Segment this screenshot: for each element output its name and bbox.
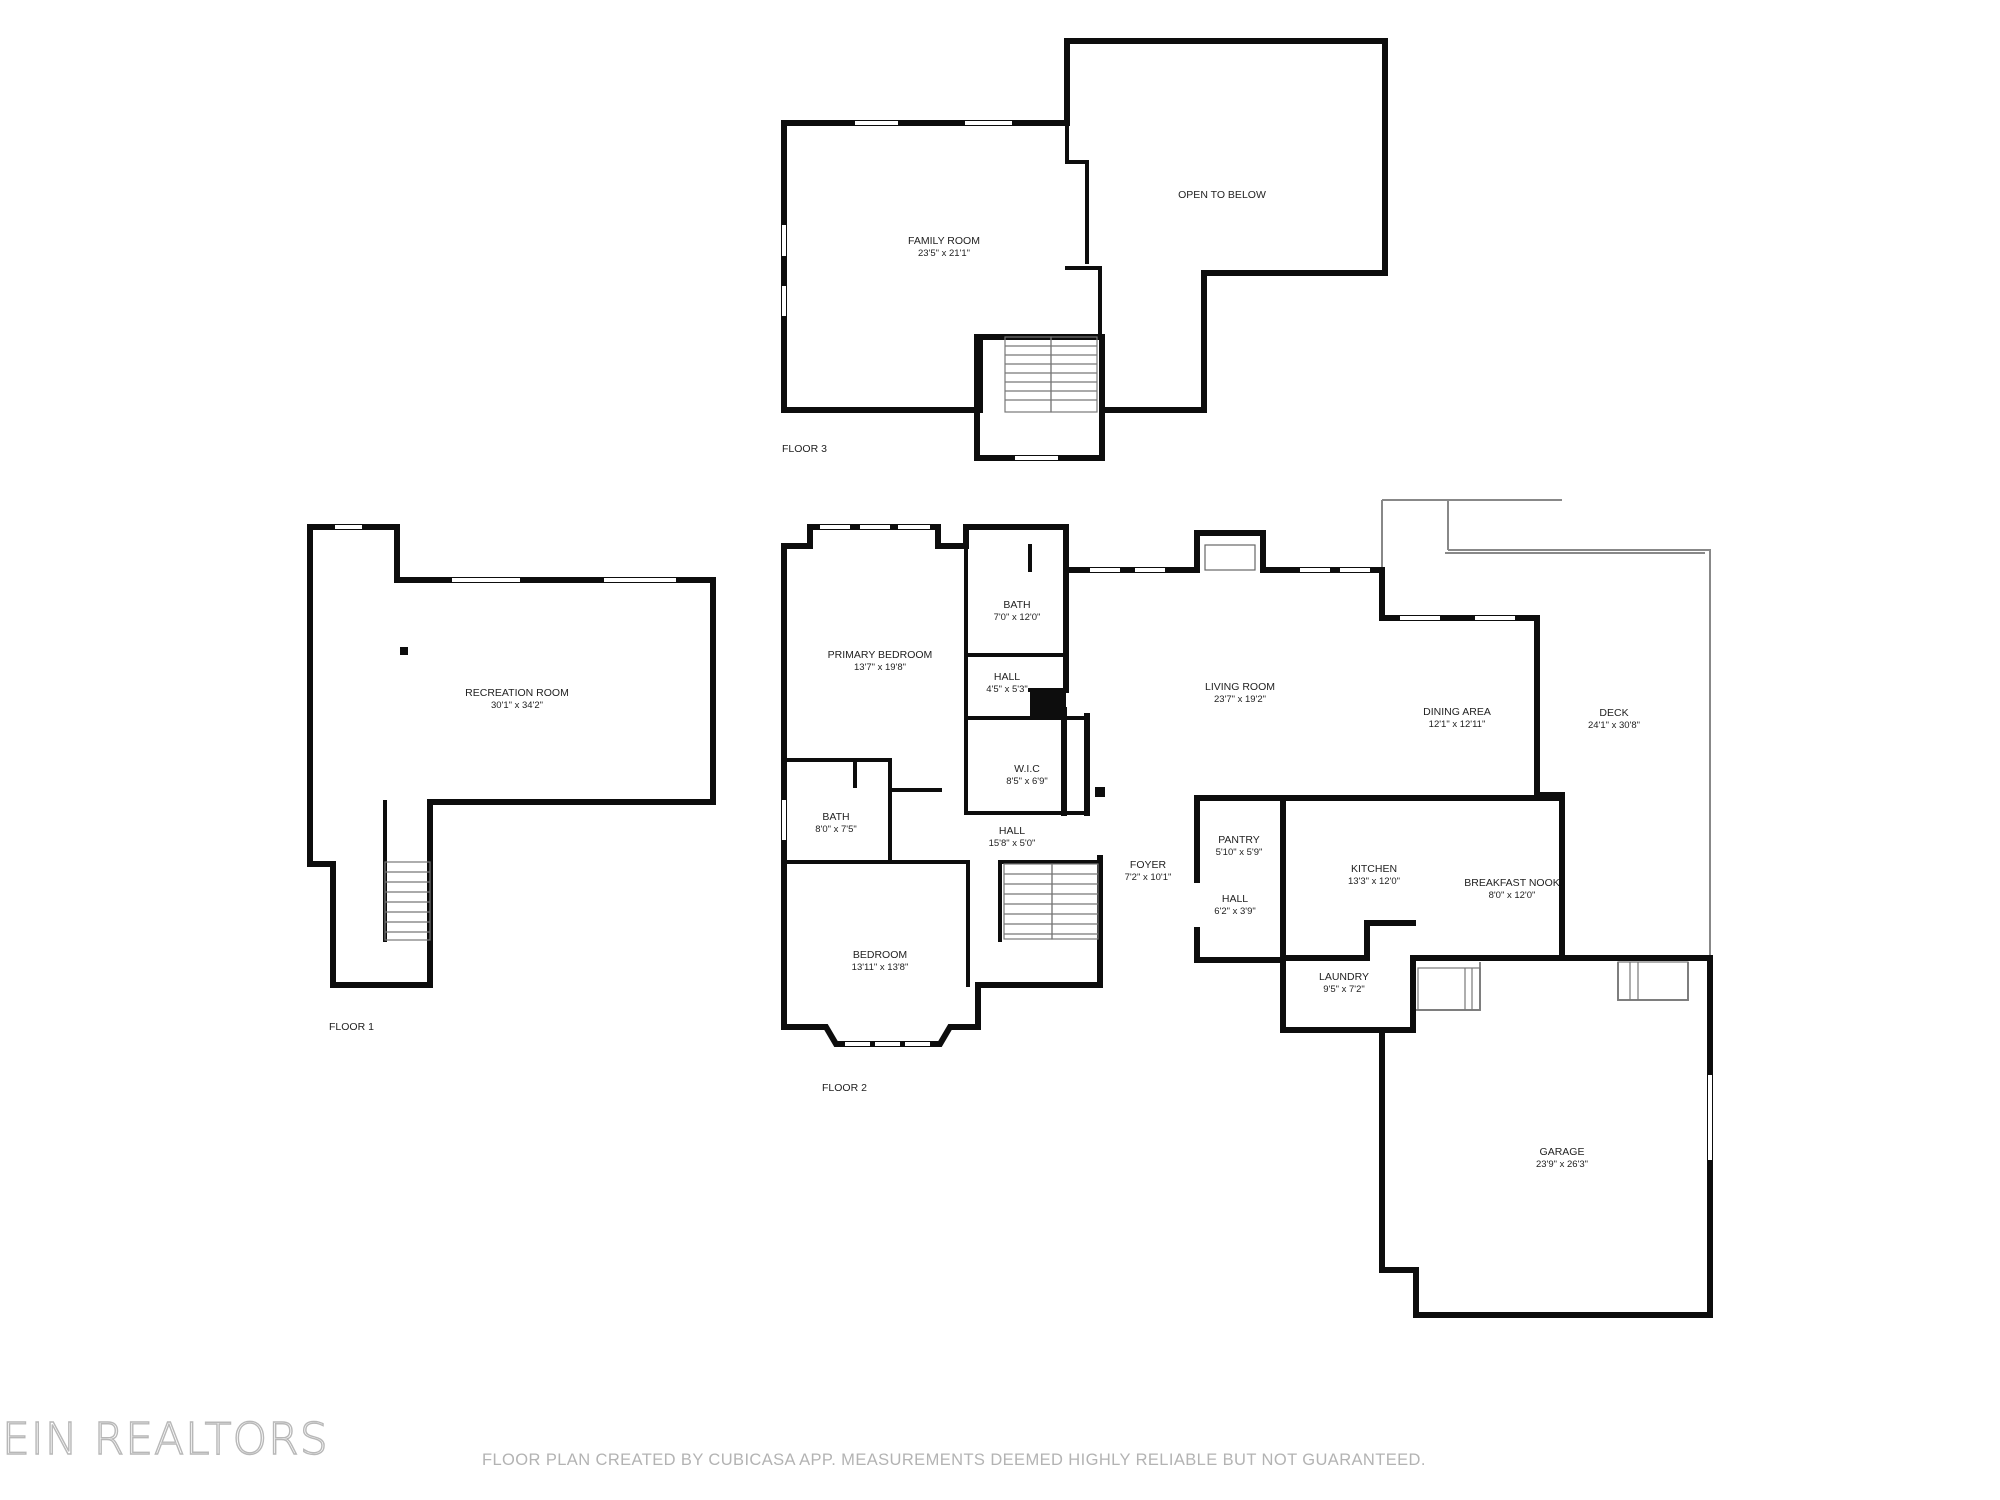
floor-2-main-outer [781, 543, 1103, 1047]
living-room-name: LIVING ROOM [1205, 681, 1275, 693]
breakfast-nook-dimensions: 8'0" x 12'0" [1489, 890, 1536, 901]
kitchen-east-wall [1379, 792, 1713, 1318]
primary-bedroom-name: PRIMARY BEDROOM [828, 649, 933, 661]
deck-outline [1381, 499, 1711, 1011]
bath-primary-name: BATH [1003, 599, 1030, 611]
wic-name: W.I.C [1014, 763, 1040, 775]
foyer-name: FOYER [1130, 859, 1167, 871]
bath-2-dimensions: 8'0" x 7'5" [815, 824, 857, 835]
dining-area-name: DINING AREA [1423, 706, 1491, 718]
garage-steps [1417, 961, 1689, 1011]
floor-2-stairs [1003, 863, 1099, 940]
recreation-room-dimensions: 30'1" x 34'2" [491, 700, 543, 711]
realtor-logo: EIN REALTORS [1, 1413, 329, 1465]
family-room-name: FAMILY ROOM [908, 235, 980, 247]
floor-2-west-wall [781, 524, 1090, 816]
laundry-dimensions: 9'5" x 7'2" [1323, 984, 1365, 995]
floor-3-label: FLOOR 3 [782, 443, 827, 455]
foyer-dimensions: 7'2" x 10'1" [1125, 872, 1172, 883]
living-north-wall [1063, 530, 1540, 798]
pantry-name: PANTRY [1218, 834, 1260, 846]
bedroom-dimensions: 13'11" x 13'8" [852, 962, 909, 973]
floor-2-label: FLOOR 2 [822, 1082, 867, 1094]
primary-bedroom-dimensions: 13'7" x 19'8" [854, 662, 906, 673]
floor-1-plan: RECREATION ROOM 30'1" x 34'2" FLOOR 1 [307, 524, 716, 1033]
dining-area-dimensions: 12'1" x 12'11" [1429, 719, 1486, 730]
hall-small-dimensions: 4'5" x 5'3" [986, 684, 1028, 695]
floor-1-stairs [384, 861, 431, 941]
bath2-walls [782, 758, 968, 864]
garage-name: GARAGE [1540, 1146, 1585, 1158]
laundry-name: LAUNDRY [1319, 971, 1369, 983]
breakfast-nook-name: BREAKFAST NOOK [1464, 877, 1560, 889]
family-room-dimensions: 23'5" x 21'1" [918, 248, 970, 259]
bath-primary-dimensions: 7'0" x 12'0" [994, 612, 1041, 623]
kitchen-dimensions: 13'3" x 12'0" [1348, 876, 1400, 887]
pantry-wall [1194, 795, 1565, 963]
hall-pantry-name: HALL [1222, 893, 1248, 905]
floor-3-plan: FAMILY ROOM 23'5" x 21'1" OPEN TO BELOW … [781, 38, 1388, 461]
bath-wic-walls [964, 544, 1089, 815]
floor-1-outer-wall [307, 524, 716, 988]
pantry-dimensions: 5'10" x 5'9" [1216, 847, 1263, 858]
garage-dimensions: 23'9" x 26'3" [1536, 1159, 1588, 1170]
living-room-dimensions: 23'7" x 19'2" [1214, 694, 1266, 705]
bedroom-name: BEDROOM [853, 949, 907, 961]
hall-long-name: HALL [999, 825, 1025, 837]
bath-2-name: BATH [822, 811, 849, 823]
hall-long-dimensions: 15'8" x 5'0" [989, 838, 1036, 849]
stair-hall-walls [966, 860, 1102, 987]
floor-3-stairs [1004, 336, 1098, 413]
deck-name: DECK [1599, 707, 1628, 719]
open-to-below-label: OPEN TO BELOW [1178, 189, 1266, 201]
hall-pantry-dimensions: 6'2" x 3'9" [1214, 906, 1256, 917]
floor-3-divider-wall [1065, 121, 1102, 339]
laundry-wall [1280, 933, 1416, 1033]
disclaimer-text: FLOOR PLAN CREATED BY CUBICASA APP. MEAS… [482, 1451, 1426, 1469]
deck-dimensions: 24'1" x 30'8" [1588, 720, 1640, 731]
hall-small-name: HALL [994, 671, 1020, 683]
floor-1-label: FLOOR 1 [329, 1021, 374, 1033]
kitchen-name: KITCHEN [1351, 863, 1397, 875]
recreation-room-name: RECREATION ROOM [465, 687, 569, 699]
floor-2-plan: PRIMARY BEDROOM 13'7" x 19'8" BATH 7'0" … [781, 499, 1713, 1318]
wic-dimensions: 8'5" x 6'9" [1006, 776, 1048, 787]
